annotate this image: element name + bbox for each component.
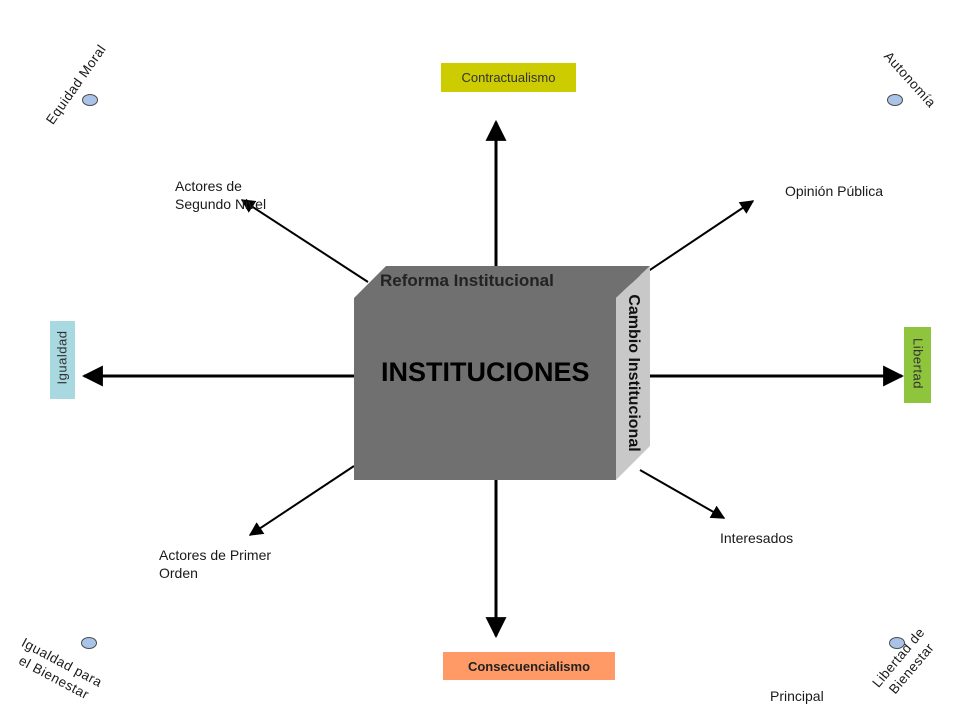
consecuencialismo-box: Consecuencialismo	[443, 652, 615, 680]
arrow-to-primer-orden	[248, 465, 355, 536]
libertad-label: Libertad	[910, 338, 926, 389]
equidad-moral-oval	[82, 94, 98, 106]
igualdad-box	[50, 321, 75, 399]
contractualismo-box: Contractualismo	[441, 63, 576, 92]
igualdad-bienestar-oval	[81, 637, 97, 649]
cube-title: INSTITUCIONES	[381, 357, 590, 387]
cube-top-label: Reforma Institucional	[380, 271, 554, 290]
actores-primer-orden-label: Actores de Primer Orden	[159, 547, 272, 581]
cube-front-face	[354, 298, 616, 480]
opinion-publica-label: Opinión Pública	[785, 183, 884, 199]
arrow-to-interesados	[639, 469, 726, 519]
cube-top-face	[354, 266, 650, 298]
libertad-box	[904, 327, 931, 403]
principal-label: Principal	[770, 688, 824, 704]
actores-segundo-nivel-label: Actores de Segundo Nivel	[175, 178, 267, 212]
igualdad-label: Igualdad	[54, 330, 70, 385]
arrow-to-segundo-nivel	[240, 199, 369, 283]
libertad-bienestar-oval	[889, 637, 905, 649]
cube-side-face	[616, 266, 650, 480]
autonomia-oval	[887, 94, 903, 106]
interesados-label: Interesados	[720, 530, 794, 546]
cube-side-label: Cambio Institucional	[625, 294, 642, 452]
